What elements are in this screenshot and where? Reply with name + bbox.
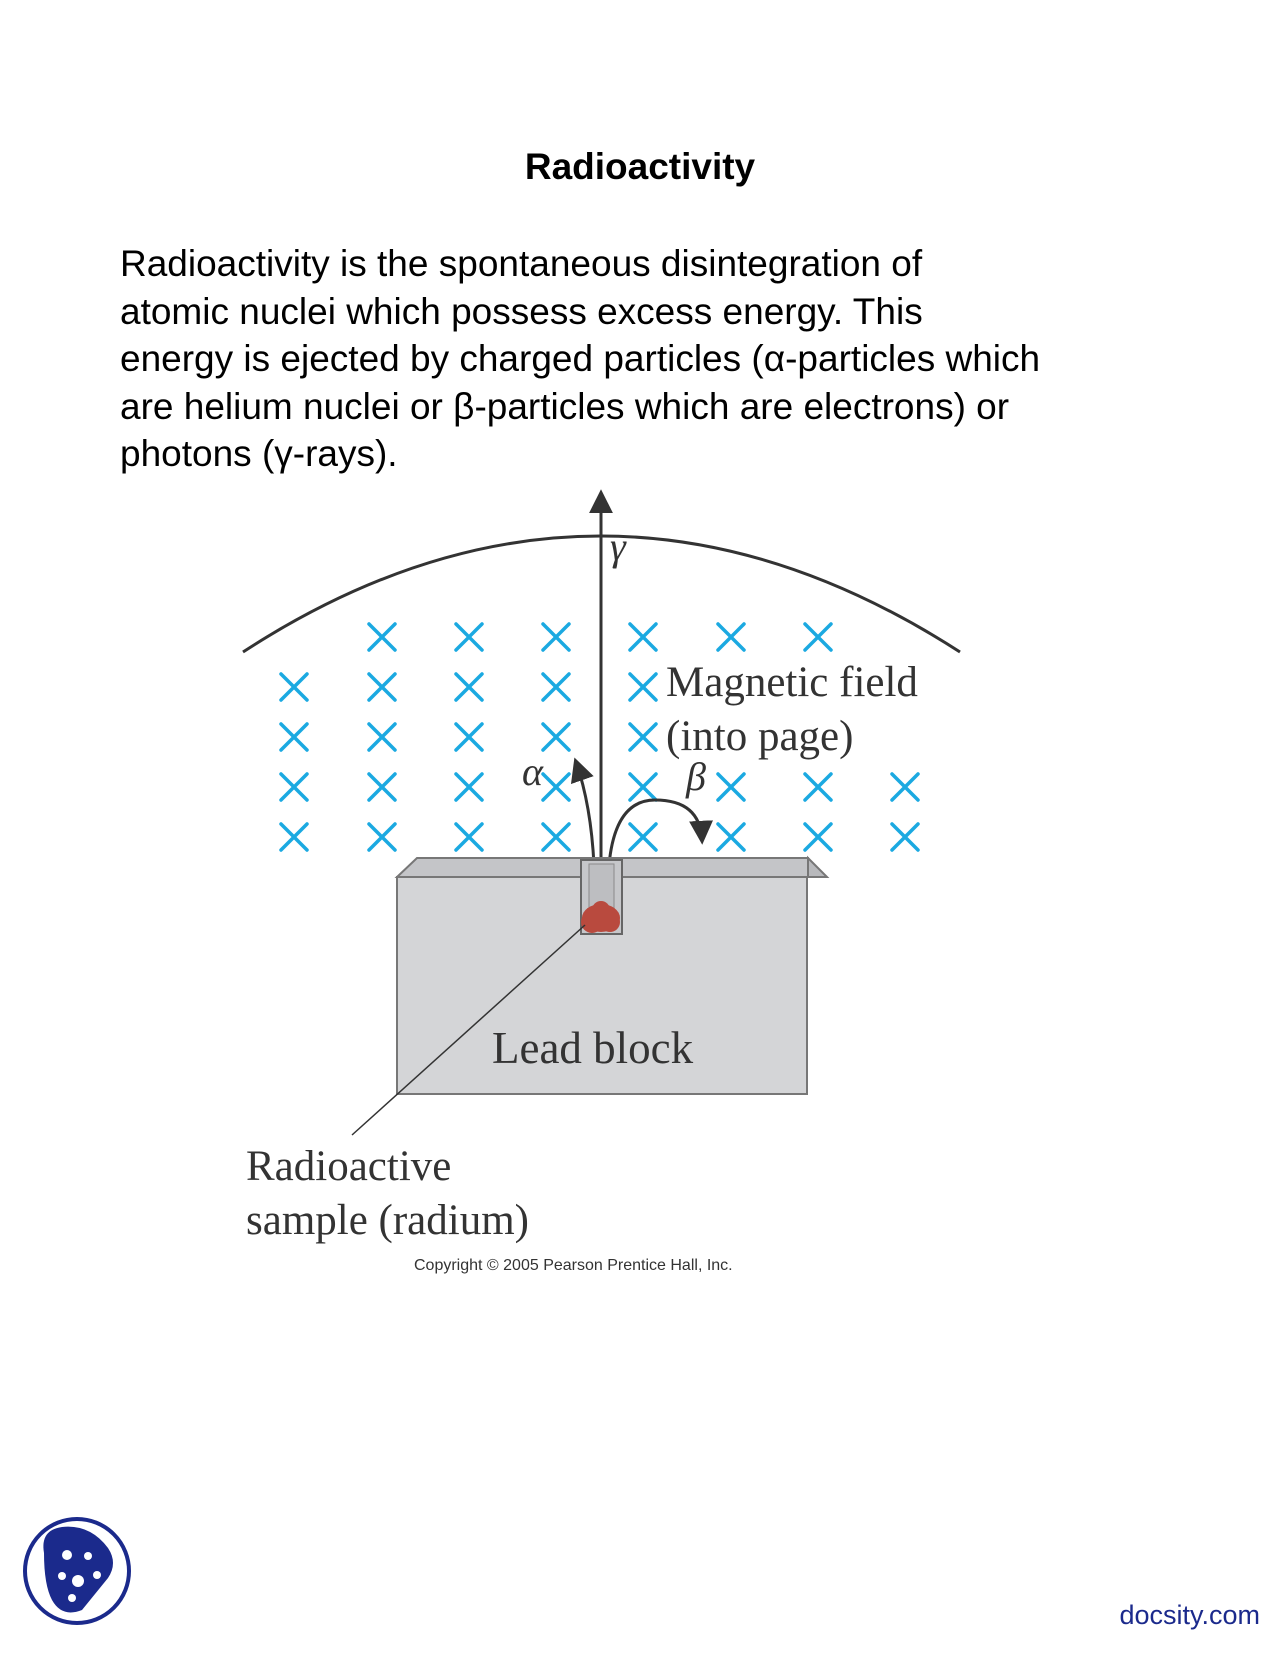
magnetic-field-markers [279,622,920,852]
field-marker-icon [628,822,658,852]
field-marker-icon [454,672,484,702]
beta-ray-arrow [607,798,714,866]
paragraph-line: energy is ejected by charged particles (… [120,338,1041,379]
field-marker-icon [628,772,658,802]
field-marker-icon [367,822,397,852]
field-marker-icon [279,772,309,802]
field-marker-icon [454,822,484,852]
gamma-label: γ [610,524,627,569]
field-marker-icon [279,822,309,852]
magnetic-field-label: Magnetic field [666,659,918,706]
field-marker-icon [716,822,746,852]
paragraph-line: are helium nuclei or β-particles which a… [120,385,1010,427]
copyright-notice: Copyright © 2005 Pearson Prentice Hall, … [414,1257,733,1274]
field-marker-icon [716,772,746,802]
field-marker-icon [890,772,920,802]
field-marker-icon [367,622,397,652]
alpha-ray-arrow [570,757,596,866]
field-marker-icon [541,672,571,702]
field-marker-icon [803,772,833,802]
beta-label: β [685,754,706,799]
field-marker-icon [803,622,833,652]
field-marker-icon [541,772,571,802]
field-marker-icon [454,622,484,652]
field-marker-icon [279,672,309,702]
sample-label-line1: Radioactive [246,1143,451,1190]
body-paragraph: Radioactivity is the spontaneous disinte… [120,240,1220,478]
field-marker-icon [454,772,484,802]
field-marker-icon [454,722,484,752]
field-marker-icon [890,822,920,852]
sample-label-line2: sample (radium) [246,1197,529,1244]
alpha-label: α [522,749,544,794]
field-marker-icon [628,622,658,652]
lead-block-label: Lead block [492,1023,694,1073]
field-marker-icon [541,622,571,652]
page-title: Radioactivity [524,146,756,187]
field-marker-icon [628,672,658,702]
sample-leader-line [351,924,586,1136]
field-marker-icon [541,722,571,752]
field-marker-icon [541,822,571,852]
lead-block-side [807,855,830,878]
field-marker-icon [367,722,397,752]
field-marker-icon [803,822,833,852]
field-marker-icon [628,722,658,752]
paragraph-line: photons (γ-rays). [120,433,398,474]
docsity-link[interactable]: docsity.com [1119,1600,1260,1630]
paragraph-line: Radioactivity is the spontaneous disinte… [120,243,923,284]
field-marker-icon [367,772,397,802]
radium-sample [581,901,620,933]
into-page-label: (into page) [666,713,853,760]
field-marker-icon [716,622,746,652]
field-marker-icon [279,722,309,752]
field-marker-icon [367,672,397,702]
docsity-logo-icon [23,1517,131,1625]
paragraph-line: atomic nuclei which possess excess energ… [120,290,923,332]
